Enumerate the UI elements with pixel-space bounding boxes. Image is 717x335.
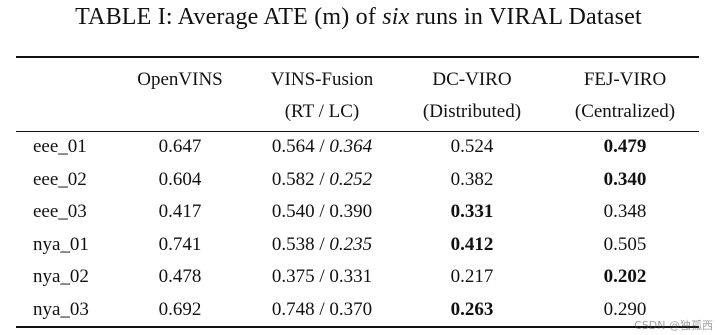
cell-fej-viro: 0.348 [603,201,647,222]
cell-vins-lc: 0.331 [329,266,373,287]
cell-openvins: 0.417 [158,201,202,222]
cell-vins-rt: 0.538 [271,234,315,255]
row-label: nya_03 [33,299,89,320]
cell-vins-rt: 0.564 [271,136,315,157]
cell-openvins: 0.604 [158,169,202,190]
cell-fej-viro: 0.479 [603,136,647,157]
cell-vins-fusion: 0.748 / 0.370 [246,299,398,321]
cell-dc-viro: 0.382 [450,169,494,190]
row-label: eee_03 [33,201,87,222]
header-vins-fusion-sub: (RT / LC) [284,101,360,122]
top-rule [16,56,699,58]
cell-openvins: 0.647 [158,136,202,157]
cell-vins-lc: 0.252 [329,169,373,190]
caption-prefix: TABLE I: Average ATE (m) of [75,4,383,30]
cell-fej-viro: 0.340 [603,169,647,190]
cell-dc-viro: 0.331 [450,201,494,222]
cell-vins-rt: 0.540 [271,201,315,222]
header-dc-viro: DC-VIRO [432,69,512,90]
cell-dc-viro: 0.412 [450,234,494,255]
cell-dc-viro: 0.217 [450,266,494,287]
header-vins-fusion: VINS-Fusion [270,69,374,90]
header-fej-viro-sub: (Centralized) [574,101,676,122]
caption-emphasis: six [382,4,410,30]
cell-separator: / [314,266,330,287]
cell-fej-viro: 0.202 [603,266,647,287]
table-caption: TABLE I: Average ATE (m) of six runs in … [0,4,717,31]
cell-separator: / [314,234,330,255]
row-label: eee_01 [33,136,87,157]
header-dc-viro-sub: (Distributed) [422,101,522,122]
mid-rule [16,131,699,132]
cell-vins-lc: 0.390 [329,201,373,222]
cell-vins-lc: 0.235 [329,234,373,255]
cell-openvins: 0.741 [158,234,202,255]
cell-vins-lc: 0.370 [329,299,373,320]
caption-suffix: runs in VIRAL Dataset [409,4,642,30]
row-label: eee_02 [33,169,87,190]
cell-fej-viro: 0.290 [603,299,647,320]
cell-vins-fusion: 0.582 / 0.252 [246,169,398,191]
cell-openvins: 0.478 [158,266,202,287]
cell-vins-lc: 0.364 [329,136,373,157]
header-openvins: OpenVINS [137,69,223,90]
cell-vins-rt: 0.582 [271,169,315,190]
cell-vins-fusion: 0.540 / 0.390 [246,201,398,223]
cell-fej-viro: 0.505 [603,234,647,255]
watermark: CSDN @独孤西 [634,319,713,332]
cell-separator: / [314,201,330,222]
cell-vins-fusion: 0.538 / 0.235 [246,234,398,256]
cell-vins-fusion: 0.564 / 0.364 [246,136,398,158]
cell-dc-viro: 0.263 [450,299,494,320]
cell-openvins: 0.692 [158,299,202,320]
header-fej-viro: FEJ-VIRO [583,69,667,90]
row-label: nya_01 [33,234,89,255]
cell-dc-viro: 0.524 [450,136,494,157]
cell-vins-fusion: 0.375 / 0.331 [246,266,398,288]
cell-separator: / [314,169,330,190]
bottom-rule [16,326,699,328]
cell-vins-rt: 0.748 [271,299,315,320]
cell-separator: / [314,136,330,157]
cell-separator: / [314,299,330,320]
row-label: nya_02 [33,266,89,287]
cell-vins-rt: 0.375 [271,266,315,287]
